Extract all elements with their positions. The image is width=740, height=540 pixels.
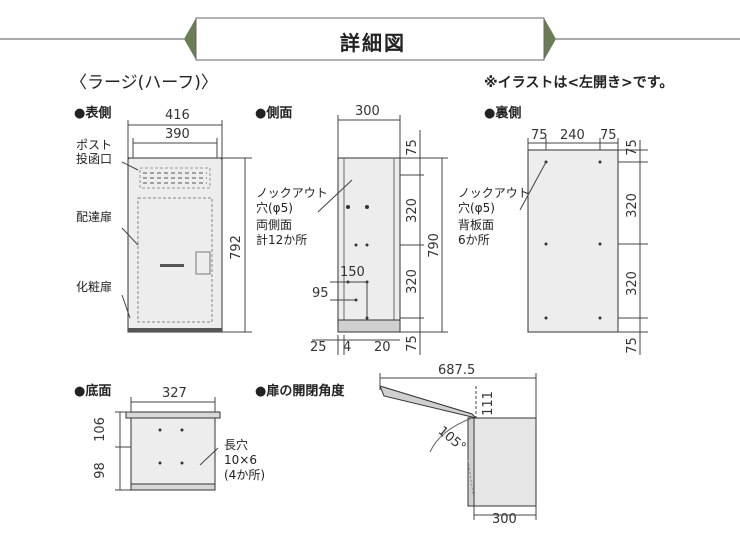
post-slot-pattern bbox=[139, 167, 211, 189]
side-label-3: 両側面 bbox=[256, 218, 293, 232]
side-dim-95: 95 bbox=[312, 286, 329, 301]
bottom-view bbox=[115, 397, 221, 491]
bottom-label-2: 10×6 bbox=[224, 453, 257, 467]
door-dim-depth: 300 bbox=[492, 512, 517, 527]
side-dim-150: 150 bbox=[340, 265, 365, 280]
page-title: 詳細図 bbox=[340, 31, 406, 55]
side-dim-75-bottom: 75 bbox=[404, 335, 420, 352]
side-dim-790: 790 bbox=[426, 233, 442, 258]
back-dim-75-bottom: 75 bbox=[624, 337, 640, 354]
back-label-3: 背板面 bbox=[458, 218, 495, 232]
side-dim-4: 4 bbox=[343, 340, 352, 355]
bottom-dim-width: 327 bbox=[162, 386, 187, 401]
front-label-post-2: 投函口 bbox=[76, 152, 113, 166]
bottom-heading: ●底面 bbox=[74, 384, 112, 399]
bottom-dim-106: 106 bbox=[92, 417, 108, 442]
front-label-post-1: ポスト bbox=[76, 138, 113, 152]
back-label-2: 穴(φ5) bbox=[458, 201, 495, 215]
back-dim-240: 240 bbox=[560, 128, 585, 143]
front-label-cover: 化粧扉 bbox=[76, 280, 113, 294]
side-heading: ●側面 bbox=[255, 106, 293, 121]
side-dim-320-a: 320 bbox=[404, 198, 420, 223]
back-dim-75-right: 75 bbox=[600, 128, 617, 143]
back-dim-320-b: 320 bbox=[624, 271, 640, 296]
back-view bbox=[519, 138, 648, 355]
front-label-door: 配達扉 bbox=[76, 210, 113, 224]
bottom-label-3: (4か所) bbox=[224, 468, 265, 482]
front-dim-inner: 390 bbox=[165, 127, 190, 142]
side-dim-top: 300 bbox=[355, 104, 380, 119]
front-dim-outer: 416 bbox=[165, 108, 190, 123]
side-dim-320-b: 320 bbox=[404, 269, 420, 294]
back-label-1: ノックアウト bbox=[458, 186, 530, 200]
title-banner bbox=[0, 17, 740, 61]
side-label-1: ノックアウト bbox=[256, 186, 328, 200]
front-dim-height: 792 bbox=[228, 235, 244, 260]
side-label-4: 計12か所 bbox=[256, 233, 308, 247]
model-subtitle: 〈ラージ(ハーフ)〉 bbox=[70, 73, 218, 93]
side-dim-75-top: 75 bbox=[404, 139, 420, 156]
side-view bbox=[312, 115, 448, 355]
side-label-2: 穴(φ5) bbox=[256, 201, 293, 215]
bottom-label-1: 長穴 bbox=[224, 438, 249, 452]
side-dim-20: 20 bbox=[374, 340, 391, 355]
back-label-4: 6か所 bbox=[458, 233, 490, 247]
back-heading: ●裏側 bbox=[484, 106, 522, 121]
door-dim-total: 687.5 bbox=[438, 363, 476, 378]
side-dim-25: 25 bbox=[310, 340, 327, 355]
door-opening-view bbox=[379, 373, 537, 520]
front-heading: ●表側 bbox=[74, 106, 112, 121]
back-dim-75-top: 75 bbox=[624, 139, 640, 156]
bottom-dim-98: 98 bbox=[92, 462, 108, 479]
door-heading: ●扉の開閉角度 bbox=[255, 384, 345, 399]
door-dim-111: 111 bbox=[480, 391, 496, 416]
back-dim-320-a: 320 bbox=[624, 193, 640, 218]
front-view bbox=[121, 120, 252, 333]
back-dim-75-left: 75 bbox=[531, 128, 548, 143]
illustration-note: ※イラストは<左開き>です。 bbox=[484, 75, 674, 91]
